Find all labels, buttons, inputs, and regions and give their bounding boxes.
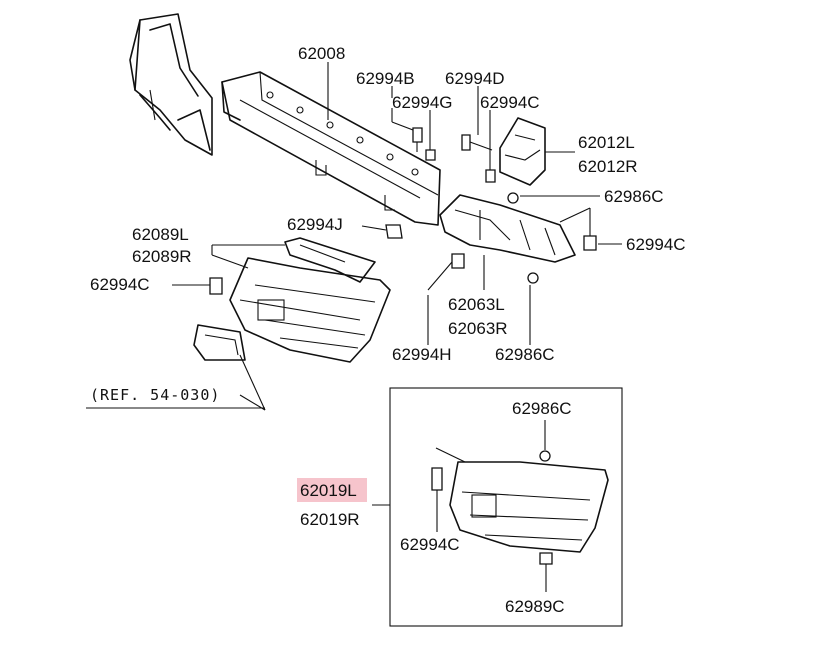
label-62994C-top[interactable]: 62994C (480, 93, 540, 112)
inset-box (372, 387, 623, 627)
label-62994H[interactable]: 62994H (392, 345, 452, 364)
fog-lamp-drawing (193, 324, 246, 361)
label-62994D[interactable]: 62994D (445, 69, 505, 88)
label-62012R[interactable]: 62012R (578, 157, 638, 176)
label-62994G[interactable]: 62994G (392, 93, 453, 112)
label-62989C[interactable]: 62989C (505, 597, 565, 616)
inset-corner-bumper-drawing (431, 420, 609, 592)
label-ref-54-030: (REF. 54-030) (90, 386, 220, 404)
label-62089R[interactable]: 62089R (132, 247, 192, 266)
label-62994J[interactable]: 62994J (287, 215, 343, 234)
label-62008[interactable]: 62008 (298, 44, 345, 63)
label-62012L[interactable]: 62012L (578, 133, 635, 152)
reinforcement-beam-drawing (221, 71, 441, 226)
label-62063R[interactable]: 62063R (448, 319, 508, 338)
filler-62089-drawing (284, 237, 376, 283)
bracket-62012-drawing (499, 117, 546, 186)
leader-lines (172, 62, 622, 411)
fasteners-drawing (209, 127, 597, 295)
label-62019R[interactable]: 62019R (300, 510, 360, 529)
label-62986C-box[interactable]: 62986C (512, 399, 572, 418)
label-62063L[interactable]: 62063L (448, 295, 505, 314)
label-62994C-right[interactable]: 62994C (626, 235, 686, 254)
label-62986C-mid[interactable]: 62986C (495, 345, 555, 364)
corner-bumper-left-drawing (229, 257, 391, 363)
label-62019L[interactable]: 62019L (300, 481, 357, 500)
side-bracket-62063-drawing (439, 194, 576, 263)
label-62994C-left[interactable]: 62994C (90, 275, 150, 294)
front-bumper-shell-drawing (129, 13, 213, 156)
part-labels: 62008 62994B 62994D 62994G 62994C 62012L… (86, 44, 686, 616)
label-62986C-top[interactable]: 62986C (604, 187, 664, 206)
label-62994B[interactable]: 62994B (356, 69, 415, 88)
selected-part-highlight (297, 478, 367, 502)
label-62089L[interactable]: 62089L (132, 225, 189, 244)
label-62994C-box[interactable]: 62994C (400, 535, 460, 554)
